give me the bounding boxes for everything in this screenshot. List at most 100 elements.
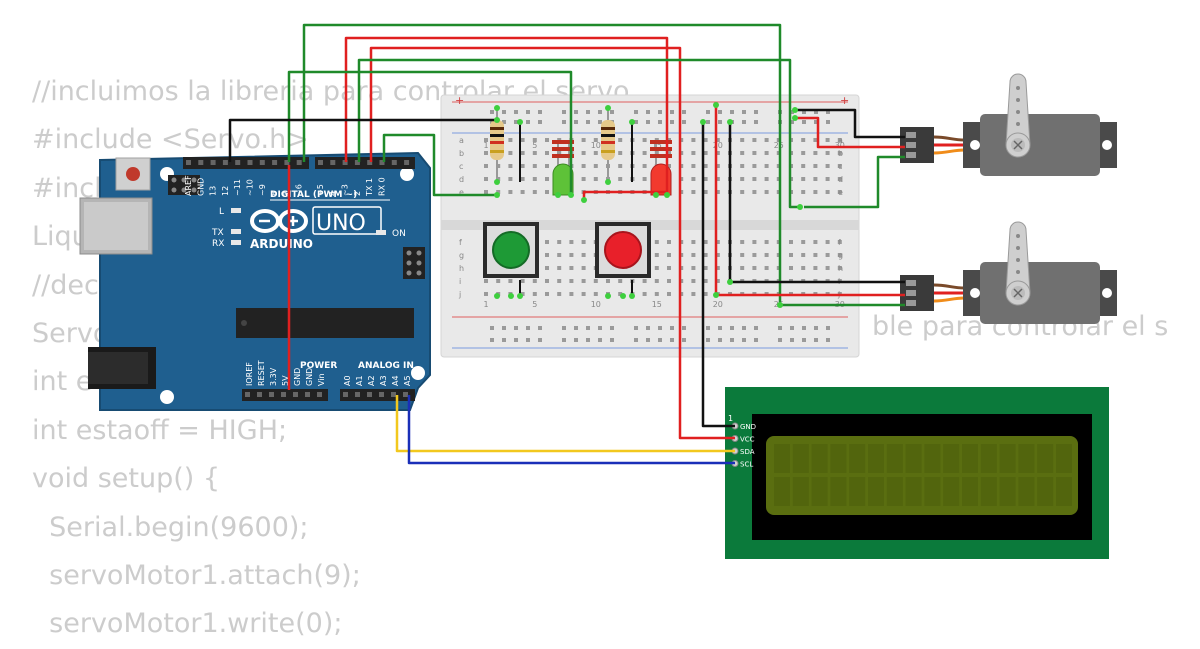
- bb-hole: [569, 279, 574, 283]
- lcd-cell: [774, 477, 790, 506]
- bb-rail-hole: [670, 338, 674, 342]
- lcd-cell: [811, 444, 828, 473]
- bb-hole: [703, 279, 708, 283]
- wire-yellow-sda: [395, 395, 735, 453]
- bb-hole: [654, 292, 659, 296]
- bb-hole: [508, 164, 513, 168]
- bb-rail-hole: [562, 338, 566, 342]
- wire-black-servo1-gnd: [795, 108, 905, 139]
- bb-hole: [545, 266, 549, 270]
- wire-green-servo2-signal: [302, 23, 905, 307]
- bb-rail-hole: [574, 326, 578, 330]
- bb-hole: [569, 253, 574, 257]
- bb-hole: [715, 253, 720, 257]
- lcd-pin-one: 1: [728, 414, 733, 423]
- bb-rail-hole: [730, 326, 734, 330]
- bb-hole: [484, 190, 488, 194]
- bb-rail-hole: [514, 110, 518, 114]
- wire-endpoint: [629, 293, 635, 299]
- bb-hole: [654, 253, 659, 257]
- lcd-cell: [905, 477, 922, 506]
- on-label: ON: [392, 229, 406, 239]
- header-pin: [355, 392, 360, 397]
- bb-hole: [691, 190, 696, 194]
- bb-hole: [581, 138, 586, 142]
- bb-hole: [752, 253, 757, 257]
- top-pin-label: ~9: [258, 184, 267, 196]
- header-pins: [186, 160, 410, 397]
- servo-1: [900, 73, 1117, 176]
- header-pin: [293, 392, 298, 397]
- bb-rail-hole: [526, 326, 530, 330]
- bb-rail-hole: [670, 110, 674, 114]
- bb-hole: [813, 151, 818, 155]
- bb-hole: [837, 253, 842, 257]
- bb-col-number: 1: [483, 300, 488, 309]
- bb-col-number: 10: [591, 141, 601, 150]
- lcd-cell: [868, 477, 884, 506]
- bb-col-number: 20: [713, 141, 723, 150]
- lcd-cell: [830, 444, 847, 473]
- bb-hole: [557, 240, 562, 244]
- bb-hole: [764, 190, 769, 194]
- bb-hole: [789, 253, 793, 257]
- lcd-cell: [792, 444, 809, 473]
- bb-hole: [496, 177, 501, 181]
- lcd-cell: [924, 477, 941, 506]
- bb-hole: [764, 177, 769, 181]
- bb-hole: [703, 292, 708, 296]
- bb-rail-hole: [814, 326, 818, 330]
- green-led: [552, 140, 574, 196]
- bb-rail-hole: [742, 326, 746, 330]
- bb-hole: [642, 177, 647, 181]
- bb-row-letter: h: [838, 264, 843, 273]
- bb-hole: [740, 240, 745, 244]
- bb-rail-hole: [538, 110, 542, 114]
- bb-rail-hole: [706, 326, 710, 330]
- power-label: POWER: [300, 361, 337, 371]
- lcd-cell: [1037, 477, 1054, 506]
- bb-hole: [691, 240, 696, 244]
- bb-hole: [520, 177, 525, 181]
- top-pin-label: 13: [209, 186, 218, 196]
- code-line: Servo: [32, 317, 110, 349]
- header-pin: [281, 392, 286, 397]
- top-pin-label: GND: [196, 178, 205, 196]
- bb-hole: [825, 177, 830, 181]
- bb-hole: [532, 151, 537, 155]
- bb-hole: [593, 151, 598, 155]
- wire-endpoint: [581, 197, 587, 203]
- wire-green-pin4: [357, 58, 800, 209]
- bb-hole: [545, 138, 549, 142]
- top-pin-label: ~6: [295, 184, 304, 196]
- bb-hole: [703, 240, 708, 244]
- bb-hole: [496, 164, 501, 168]
- servo-1-connector: [900, 127, 934, 163]
- bb-hole: [484, 151, 488, 155]
- bb-hole: [593, 164, 598, 168]
- bb-hole: [667, 266, 671, 270]
- lcd-cell: [849, 444, 866, 473]
- bb-rail-hole: [682, 338, 686, 342]
- usb-connector-inner: [84, 202, 148, 250]
- bb-rail-hole: [598, 338, 602, 342]
- bb-hole: [618, 138, 623, 142]
- wire-endpoint: [664, 192, 670, 198]
- bb-hole: [789, 266, 793, 270]
- push-button-green: [483, 222, 539, 278]
- header-pin: [247, 160, 253, 165]
- wire-blue-scl: [407, 395, 735, 465]
- bb-col-number: 15: [652, 300, 662, 309]
- lcd-cell: [886, 444, 903, 473]
- bottom-pin-label: GND: [293, 368, 302, 386]
- bb-rail-hole: [526, 338, 530, 342]
- bb-hole: [691, 177, 696, 181]
- bb-hole: [520, 292, 525, 296]
- bb-hole: [825, 190, 830, 194]
- wire-green-pin3: [382, 133, 497, 197]
- bb-rail-hole: [526, 120, 530, 124]
- bb-hole: [801, 164, 806, 168]
- bottom-pin-label: A3: [379, 375, 388, 386]
